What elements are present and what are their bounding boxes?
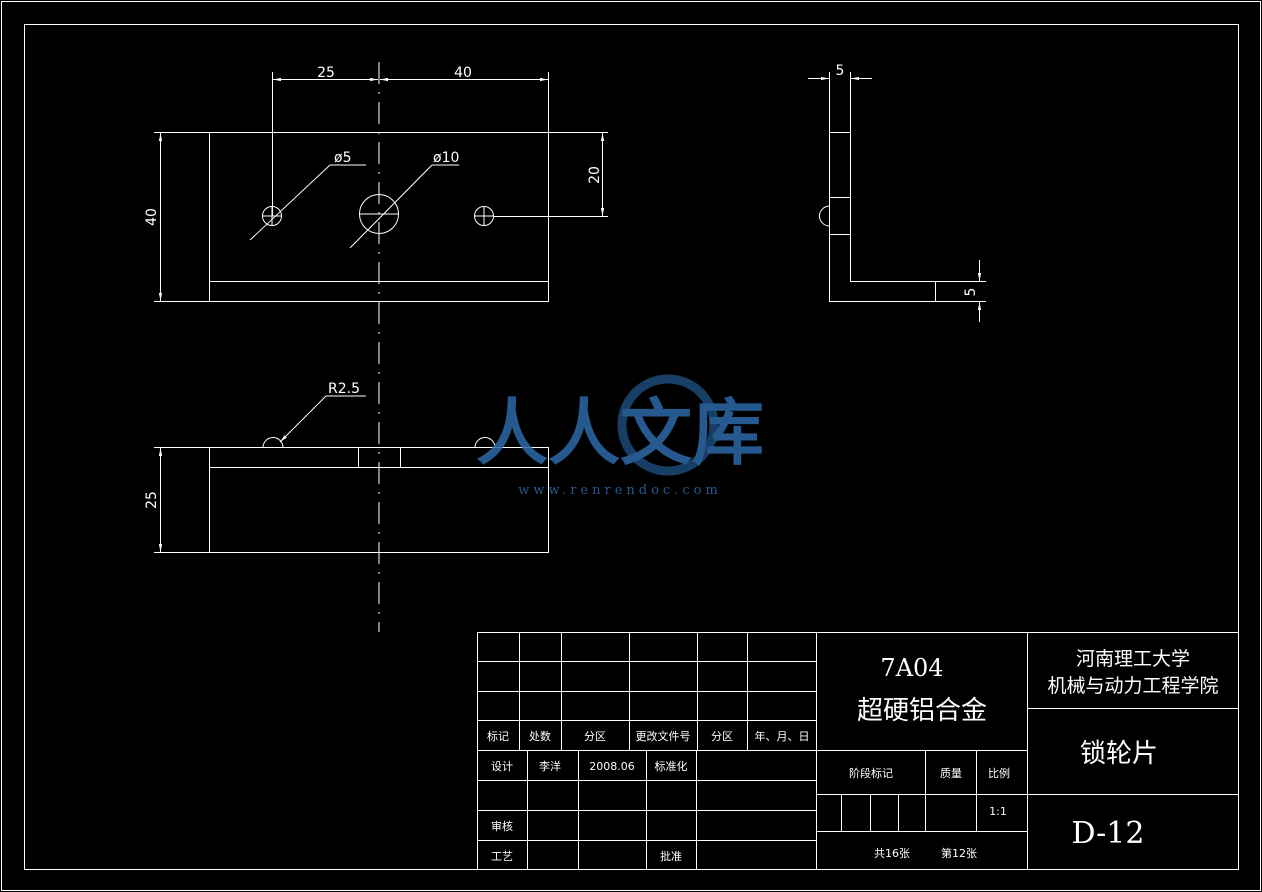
dim-25-left-label: 25 <box>144 491 160 509</box>
dim-5-right-label: 5 <box>963 288 979 297</box>
rev-header-docno: 更改文件号 <box>636 729 691 743</box>
process-label: 工艺 <box>491 850 513 863</box>
dim-top: 25 40 <box>272 65 549 216</box>
design-date: 2008.06 <box>589 760 635 773</box>
scale-value: 1:1 <box>989 805 1007 818</box>
school-name: 河南理工大学 <box>1076 648 1190 670</box>
side-view: 5 5 <box>808 63 986 322</box>
leader-phi5: ø5 <box>249 150 366 241</box>
dim-5-top-label: 5 <box>836 63 845 79</box>
watermark-text: 人人文库 <box>476 391 764 475</box>
title-block: 标记 处数 分区 更改文件号 分区 年、月、日 设计 李洋 2008.06 标准… <box>477 632 1239 870</box>
dim-left-40: 40 <box>144 132 209 302</box>
dim-phi5-label: ø5 <box>334 150 351 166</box>
college-name: 机械与动力工程学院 <box>1047 675 1218 697</box>
dim-40-left-label: 40 <box>144 208 160 226</box>
dim-phi10-label: ø10 <box>433 150 459 166</box>
rev-header-mark: 标记 <box>487 729 509 743</box>
review-label: 审核 <box>491 819 513 833</box>
dim-right-20: 20 <box>494 132 608 217</box>
total-sheets: 共16张 <box>874 847 910 860</box>
dim-25-label: 25 <box>317 65 335 81</box>
watermark-logo-icon <box>617 374 719 476</box>
std-label: 标准化 <box>655 759 688 773</box>
rev-header-count: 处数 <box>529 730 551 743</box>
mass-label: 质量 <box>940 767 962 780</box>
part-name: 锁轮片 <box>1080 739 1158 769</box>
drawing-number: D-12 <box>1072 816 1145 851</box>
scale-label: 比例 <box>988 766 1010 780</box>
designer-name: 李洋 <box>539 759 561 773</box>
rev-header-date: 年、月、日 <box>755 729 810 743</box>
rev-header-zone: 分区 <box>584 730 606 743</box>
approve-label: 批准 <box>660 849 682 863</box>
rev-header-zone2: 分区 <box>711 730 733 743</box>
dim-20-label: 20 <box>587 166 603 184</box>
watermark: 人人文库 www.renrendoc.com <box>476 374 764 498</box>
watermark-url: www.renrendoc.com <box>518 483 722 498</box>
top-view: 25 R2.5 <box>144 381 549 553</box>
design-label: 设计 <box>491 760 513 773</box>
front-view <box>209 62 549 632</box>
dim-40-top-label: 40 <box>454 65 472 81</box>
material-code: 7A04 <box>880 654 943 682</box>
material-name: 超硬铝合金 <box>857 696 987 726</box>
sheet-no: 第12张 <box>941 846 977 860</box>
stage-label: 阶段标记 <box>849 766 893 780</box>
dim-r25-label: R2.5 <box>328 381 360 397</box>
leader-phi10: ø10 <box>349 150 459 249</box>
